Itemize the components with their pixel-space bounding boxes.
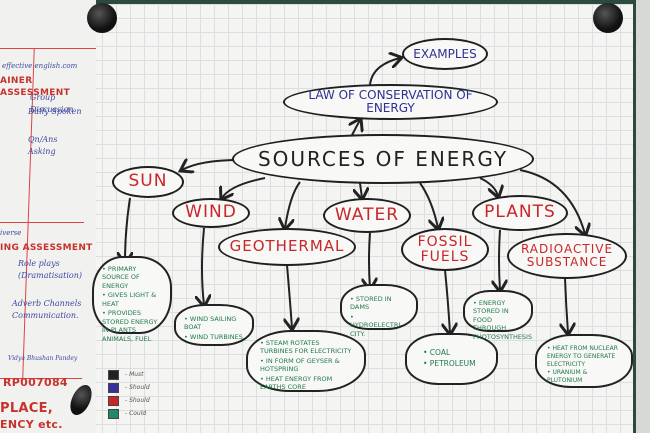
node-geothermal: GEOTHERMAL	[218, 228, 356, 266]
node-fossil-fuels: FOSSIL FUELS	[401, 228, 489, 271]
legend-swatch	[108, 395, 119, 406]
detail-point: • STORED IN DAMS	[350, 295, 392, 312]
examples-node: EXAMPLES	[402, 38, 488, 70]
legend-item-could: - Could	[108, 407, 150, 420]
node-radioactive-substance: RADIOACTIVE SUBSTANCE	[507, 233, 627, 279]
legend-item-should-blue: - Should	[108, 381, 150, 394]
left-bottom-1: PLACE,	[0, 401, 54, 416]
detail-point: • HEAT ENERGY FROM EARTHS CORE	[260, 374, 333, 392]
left-item: Role plays (Dramatisation)	[18, 259, 82, 280]
detail-point: • HEAT FROM NUCLEAR ENERGY TO GENERATE E…	[547, 345, 618, 368]
detail-point: • HYDROELECTRI-CITY.	[350, 312, 403, 338]
legend-label: - Must	[125, 371, 144, 378]
cloud-wind-details: • WIND SAILING BOAT • WIND TURBINES	[174, 304, 254, 346]
cloud-water-details: • STORED IN DAMS • HYDROELECTRI-CITY.	[340, 284, 418, 338]
legend-swatch	[108, 408, 119, 419]
node-plants: PLANTS	[472, 195, 568, 231]
legend-label: - Should	[125, 397, 150, 404]
left-sheet-heading-1: AINER ASSESSMENT	[0, 76, 71, 98]
legend-item-must: - Must	[108, 368, 150, 381]
node-wind: WIND	[172, 198, 250, 228]
left-sheet-heading-2: ING ASSESSMENT	[0, 243, 93, 253]
detail-point: • URANIUM & PLUTONIUM	[547, 369, 588, 385]
detail-point: • STEAM ROTATES TURBINES FOR ELECTRICITY	[260, 339, 352, 356]
legend: - Must - Should - Should - Could	[108, 368, 150, 420]
detail-point: • WIND SAILING BOAT	[184, 315, 237, 332]
left-item: Adverb Channels Communication.	[12, 299, 82, 320]
cloud-fossil-fuels-details: • COAL • PETROLEUM	[405, 333, 498, 385]
cloud-radioactive-details: • HEAT FROM NUCLEAR ENERGY TO GENERATE E…	[535, 334, 633, 388]
author-code: RP007084	[3, 376, 68, 389]
detail-point: • WIND TURBINES	[184, 332, 243, 341]
right-paper-edge	[636, 0, 650, 433]
node-water: WATER	[323, 198, 411, 233]
left-sheet-url: effective english.com	[2, 62, 78, 70]
left-sheet-label: iverse	[0, 229, 22, 237]
detail-point: • COAL	[423, 348, 451, 357]
legend-swatch	[108, 369, 119, 380]
legend-label: - Should	[125, 384, 150, 391]
detail-point: • IN FORM OF GEYSER & HOTSPRING	[260, 356, 340, 374]
detail-point: • PRIMARY SOURCE OF ENERGY	[102, 265, 140, 290]
left-item: Daily Spoken	[28, 107, 82, 116]
detail-point: • PETROLEUM	[423, 358, 476, 368]
left-bottom-2: ENCY etc.	[0, 418, 63, 431]
legend-label: - Could	[125, 410, 147, 417]
central-node-sources-of-energy: SOURCES OF ENERGY	[232, 134, 534, 184]
law-of-conservation-node: LAW OF CONSERVATION OF ENERGY	[283, 84, 498, 120]
detail-point: • GIVES LIGHT & HEAT	[102, 291, 157, 308]
left-item: Group Discussion	[30, 93, 74, 114]
legend-swatch	[108, 382, 119, 393]
cloud-plants-details: • ENERGY STORED IN FOOD THROUGH PHOTOSYN…	[463, 290, 533, 341]
node-sun: SUN	[112, 166, 184, 198]
pin-magnet-icon	[87, 3, 117, 33]
detail-point: • PROVIDES STORED ENERGY IN PLANTS ANIMA…	[102, 309, 158, 343]
left-item: Qn/Ans Asking	[28, 135, 58, 156]
detail-point: • ENERGY STORED IN FOOD THROUGH PHOTOSYN…	[473, 299, 533, 341]
cloud-geothermal-details: • STEAM ROTATES TURBINES FOR ELECTRICITY…	[246, 330, 366, 392]
author-name: Vidya Bhushan Pandey	[8, 355, 78, 362]
legend-item-should-red: - Should	[108, 394, 150, 407]
cloud-sun-details: • PRIMARY SOURCE OF ENERGY • GIVES LIGHT…	[92, 256, 172, 343]
pin-magnet-icon	[593, 3, 623, 33]
left-sheet: effective english.com AINER ASSESSMENT G…	[0, 0, 96, 433]
